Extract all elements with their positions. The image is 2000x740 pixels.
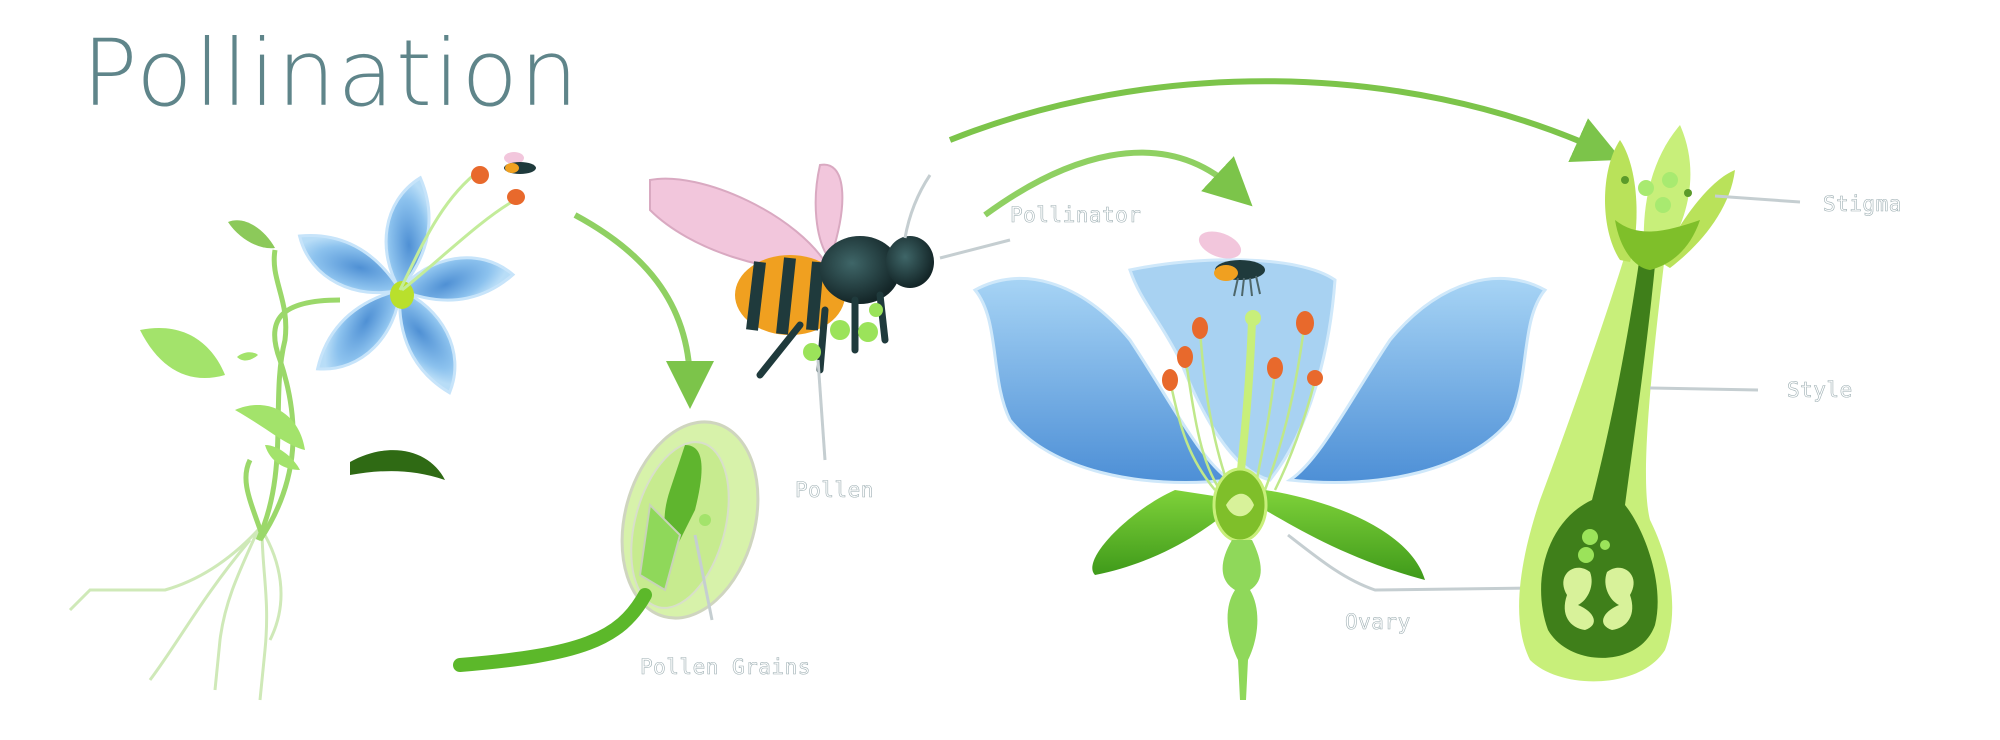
flower-center [390, 281, 414, 309]
small-bee [1198, 231, 1265, 297]
stem [243, 249, 341, 542]
petal-back [1128, 258, 1337, 482]
leaf [228, 220, 275, 249]
label-pollen-grains: Pollen Grains [640, 655, 811, 680]
arrow-to-pistil [948, 78, 1622, 163]
leaf [237, 352, 258, 361]
anther [471, 166, 489, 184]
small-bee [504, 152, 536, 174]
bee [649, 163, 1011, 461]
pollen-grains-in-style [1578, 529, 1610, 563]
anthers [1162, 311, 1323, 391]
leaf [235, 404, 305, 450]
label-line [1649, 386, 1759, 392]
sepal [1265, 490, 1425, 580]
style [1236, 319, 1256, 481]
pollen-tube [453, 588, 652, 672]
generative-cell [664, 445, 702, 550]
bee-legs [756, 291, 889, 379]
style-core [1541, 255, 1658, 658]
label-pollinator: Pollinator [1010, 203, 1142, 228]
petal-right [1285, 276, 1548, 484]
label-line [693, 534, 714, 621]
pollen-grain [453, 420, 760, 672]
flower-cross-section [972, 231, 1548, 700]
anther [507, 189, 525, 205]
label-line [1287, 533, 1541, 592]
antenna [903, 174, 932, 239]
leaf-dark [350, 450, 445, 480]
label-stigma: Stigma [1823, 192, 1902, 217]
stigma [1245, 310, 1261, 326]
arrow-to-flower [983, 149, 1253, 218]
label-pollen: Pollen [795, 478, 874, 503]
leaf [140, 328, 225, 378]
roots [68, 528, 283, 701]
ovules [1563, 567, 1634, 630]
bee-thorax [820, 236, 900, 304]
label-line [816, 359, 827, 461]
label-ovary: Ovary [1345, 610, 1411, 635]
pistil-detail [1519, 125, 1801, 682]
blue-flower [297, 166, 525, 395]
label-style: Style [1787, 378, 1853, 403]
pollen-on-stigma [1621, 172, 1692, 213]
leaf [265, 445, 300, 470]
sepal [1092, 490, 1240, 575]
label-line [1714, 194, 1801, 204]
arrow-to-pollen-grain [573, 212, 714, 409]
label-line [939, 238, 1011, 260]
pollen-baskets [803, 303, 883, 361]
page-title: Pollination [82, 20, 581, 127]
receptacle-stem [1222, 540, 1261, 700]
bee-head [886, 236, 934, 288]
flowering-plant [68, 152, 536, 701]
